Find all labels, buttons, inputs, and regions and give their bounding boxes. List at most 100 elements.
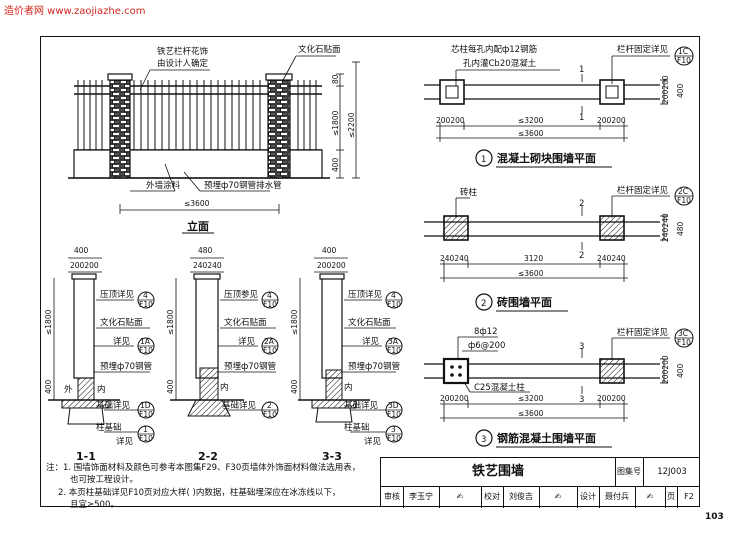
elev-dim-400: 400 (331, 157, 340, 172)
s3-base: 基础详见 (344, 400, 379, 411)
svg-text:F10: F10 (387, 300, 401, 309)
s3-inner: 内 (344, 382, 353, 393)
checker: 刘俊吉 (503, 486, 540, 508)
note-line-3: 2. 本页柱基础详见F10页对应大样( )内数据，柱基础埋深应在冰冻线以下， (58, 487, 341, 498)
plan3-dim-total: ≤3600 (518, 409, 544, 418)
s2-label: 2-2 (198, 450, 218, 463)
elev-stone-label: 文化石贴面 (298, 44, 341, 55)
drawing-title: 铁艺围墙 (381, 458, 616, 486)
note-line-2: 也可按工程设计。 (70, 475, 139, 486)
title-block: 铁艺围墙 图集号 12J003 审核 李玉宁 ✍ 校对 刘俊吉 ✍ 设计 聂付兵… (380, 457, 700, 508)
s2-w-parts: 240240 (193, 261, 222, 270)
svg-text:F10: F10 (387, 434, 401, 443)
s1-cap: 压顶详见 (100, 289, 135, 300)
review-signature: ✍ (439, 486, 482, 508)
svg-text:F10: F10 (263, 410, 277, 419)
svg-text:2: 2 (267, 401, 272, 410)
plan2-dim-right: 240240 (597, 254, 626, 263)
stone-pier-left (109, 79, 131, 179)
s1-dim-h: ≤1800 (44, 309, 53, 335)
svg-text:1D: 1D (140, 401, 151, 410)
elev-dim-80: 80 (331, 74, 340, 84)
svg-text:F10: F10 (139, 300, 153, 309)
svg-text:3C: 3C (678, 329, 688, 338)
s3-pipe: 预埋ф70钢管 (348, 361, 400, 372)
s1-col2: 详见 (116, 436, 134, 447)
plan3-cut-bottom: 3 (579, 395, 584, 405)
s1-outer: 外 (64, 384, 73, 395)
section-2-2: 480 240240 ≤1800 400 内 压顶参见 文化石贴面 详见 预埋ф… (166, 246, 279, 463)
s2-stone: 文化石贴面 (224, 317, 267, 328)
s2-w-total: 480 (198, 246, 213, 255)
s1-dim-400: 400 (44, 379, 53, 394)
plan1-dim-v2: 400 (676, 83, 685, 98)
plan2-pier: 砖柱 (460, 187, 478, 198)
plan2-fix: 栏杆固定详见 (617, 185, 669, 196)
s1-label: 1-1 (76, 450, 96, 463)
svg-text:3D: 3D (388, 401, 399, 410)
s1-w-parts: 200200 (70, 261, 99, 270)
s2-dim-h: ≤1800 (166, 309, 175, 335)
plan1-dim-total: ≤3600 (518, 129, 544, 138)
svg-text:F10: F10 (677, 56, 691, 65)
page-value: F2 (684, 492, 694, 501)
s2-cap: 压顶参见 (224, 289, 259, 300)
plan3-dim-right: 200200 (597, 394, 626, 403)
svg-text:F10: F10 (139, 410, 153, 419)
plan3-dim-v: 200200 (661, 355, 670, 384)
elevation-view: 铁艺栏杆花饰 由设计人确定 文化石贴面 外墙涂料 预埋ф70钢管排水管 80 ≤… (68, 44, 360, 234)
plan3-dim-mid: ≤3200 (518, 394, 544, 403)
plan1-note1: 芯柱每孔内配ф12钢筋 (451, 44, 537, 55)
section-1-1: 400 200200 ≤1800 400 外 内 压顶详见 文化石贴面 详见 预… (44, 246, 155, 463)
plan2-dim-v: 240240 (661, 213, 670, 242)
s2-dim-400: 400 (166, 379, 175, 394)
s3-stone: 文化石贴面 (348, 317, 391, 328)
elev-pipe-label: 预埋ф70钢管排水管 (204, 180, 282, 191)
plan3-conc: C25混凝土柱 (474, 382, 525, 393)
s1-w-total: 400 (74, 246, 89, 255)
s3-col2: 详见 (364, 436, 382, 447)
page-label: 页 (665, 486, 678, 508)
s1-pipe: 预埋ф70钢管 (100, 361, 152, 372)
plan1-note2: 孔内灌Cb20混凝土 (463, 58, 537, 69)
svg-text:3: 3 (391, 425, 396, 434)
plan3-dim-v2: 400 (676, 363, 685, 378)
s3-cap: 压顶详见 (348, 289, 383, 300)
check-label: 校对 (481, 486, 504, 508)
svg-text:F10: F10 (139, 434, 153, 443)
plan1-dim-left: 200200 (436, 116, 465, 125)
check-signature: ✍ (539, 486, 578, 508)
s3-detail: 详见 (362, 336, 380, 347)
plan2-cut-top: 2 (579, 199, 584, 209)
svg-text:F10: F10 (387, 410, 401, 419)
design-signature: ✍ (635, 486, 666, 508)
svg-text:1: 1 (143, 425, 148, 434)
section-3-3: 400 200200 ≤1800 400 内 压顶详见 文化石贴面 详见 预埋ф… (290, 246, 403, 463)
plan2-dim-v2: 480 (676, 221, 685, 236)
designer: 聂付兵 (599, 486, 636, 508)
plan1-title: 混凝土砌块围墙平面 (497, 151, 596, 165)
watermark: 造价者网 www.zaojiazhe.com (4, 6, 146, 17)
plan1-cut-bottom: 1 (579, 113, 584, 123)
svg-text:F10: F10 (677, 338, 691, 347)
svg-text:F10: F10 (677, 196, 691, 205)
plan3-title: 钢筋混凝土围墙平面 (497, 431, 596, 445)
drawing-frame (40, 36, 700, 507)
s1-base: 基础详见 (96, 400, 131, 411)
s3-dim-h: ≤1800 (290, 309, 299, 335)
s1-detail: 详见 (113, 336, 131, 347)
plan2-dim-total: ≤3600 (518, 269, 544, 278)
plan3-fix: 栏杆固定详见 (617, 327, 669, 338)
